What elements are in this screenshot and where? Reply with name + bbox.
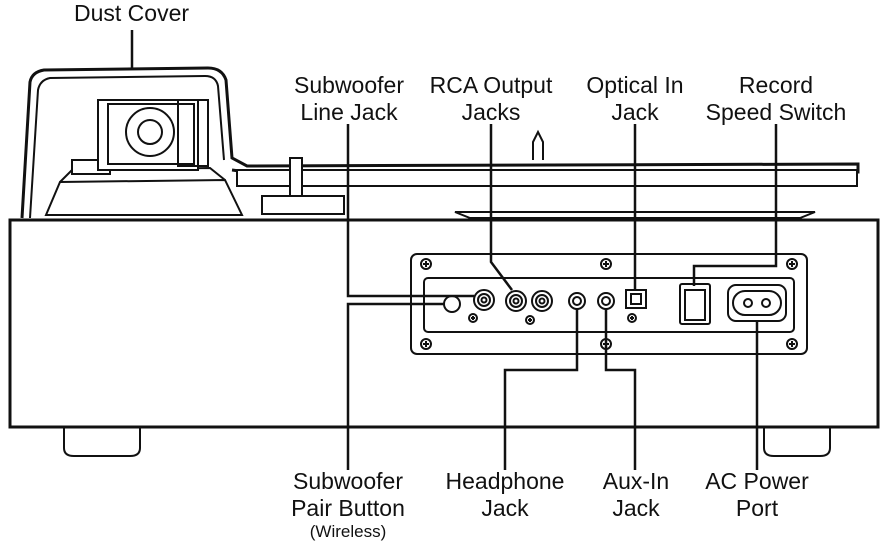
label-line-1: Record [738, 72, 814, 98]
label-line-1: Subwoofer [293, 468, 403, 494]
label-ac-power-port: AC Power Port [696, 468, 818, 522]
tonearm-assembly [44, 99, 244, 216]
label-dust-cover: Dust Cover [74, 0, 190, 26]
rear-panel [410, 253, 808, 355]
label-line-1: AC Power [705, 468, 809, 494]
label-line-2: Jack [612, 495, 660, 521]
label-optical-in-jack: Optical In Jack [572, 72, 698, 126]
label-line-1: RCA Output [429, 72, 553, 98]
label-note: (Wireless) [309, 522, 387, 541]
label-record-speed-switch: Record Speed Switch [694, 72, 858, 126]
label-line-2: Line Jack [300, 99, 398, 125]
label-line-1: Headphone [445, 468, 565, 494]
label-line-1: Aux-In [602, 468, 670, 494]
label-aux-in-jack: Aux-In Jack [590, 468, 682, 522]
platter [236, 129, 858, 219]
label-rca-output-jacks: RCA Output Jacks [418, 72, 564, 126]
label-line-2: Jack [481, 495, 529, 521]
subwoofer-line-jack [473, 289, 495, 311]
label-line-1: Optical In [586, 72, 684, 98]
label-subwoofer-pair-button: Subwoofer Pair Button (Wireless) [276, 468, 420, 541]
label-headphone-jack: Headphone Jack [434, 468, 576, 522]
dust-cover [20, 66, 860, 219]
label-line-2: Speed Switch [705, 99, 847, 125]
rca-output-jacks [505, 290, 553, 312]
subwoofer-pair-button [443, 295, 461, 313]
panel-screws [420, 258, 798, 350]
label-subwoofer-line-jack: Subwoofer Line Jack [280, 72, 418, 126]
label-line-2: Jack [611, 99, 659, 125]
label-line-2: Jacks [461, 99, 521, 125]
label-line-1: Subwoofer [294, 72, 404, 98]
label-line-2: Pair Button [291, 495, 405, 521]
label-line-2: Port [735, 495, 779, 521]
leader-lines [130, 30, 778, 470]
